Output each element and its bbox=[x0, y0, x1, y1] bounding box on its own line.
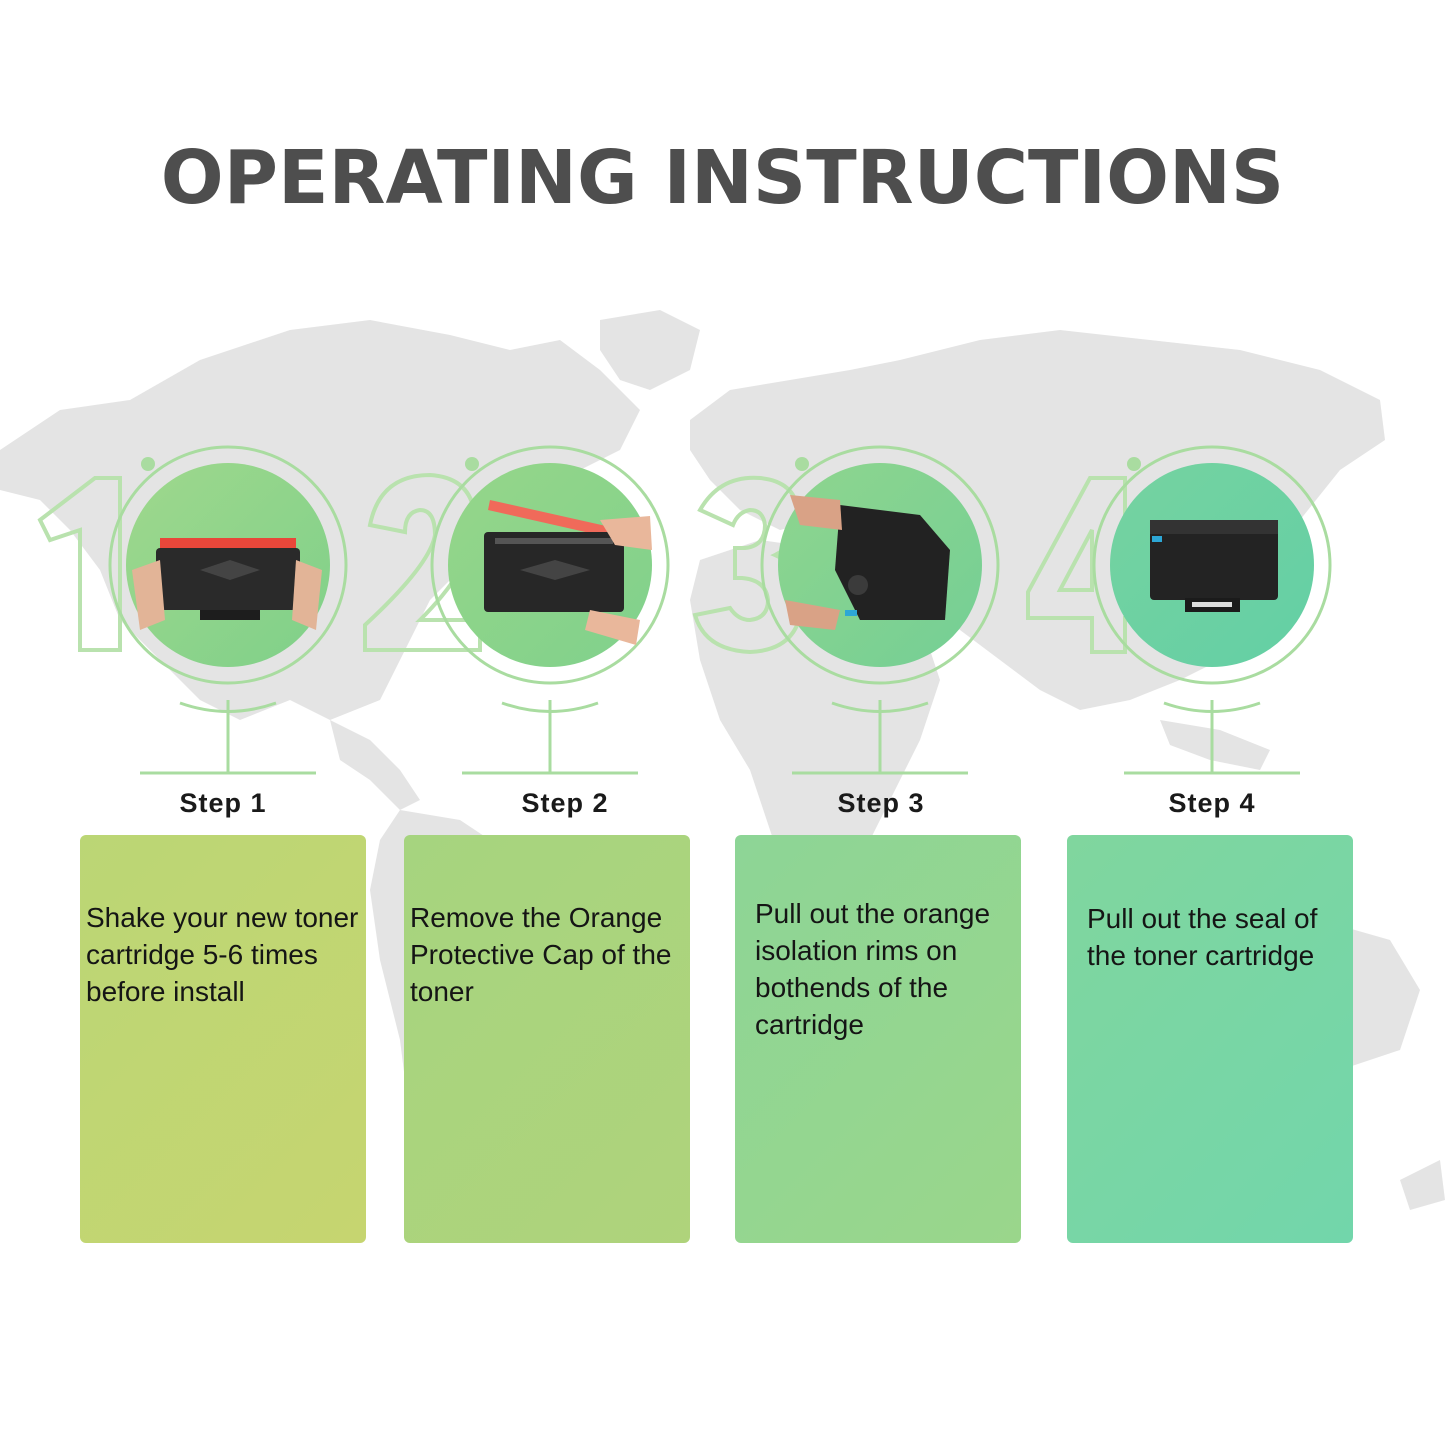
pull-seal-photo bbox=[1150, 520, 1278, 612]
step-2-graphic bbox=[363, 445, 670, 775]
step-1-graphic bbox=[37, 445, 348, 775]
toner-cartridge-shake-photo bbox=[132, 538, 322, 630]
page-title: OPERATING INSTRUCTIONS bbox=[160, 135, 1285, 221]
step-1-label: Step 1 bbox=[179, 788, 267, 818]
number-two-outline bbox=[363, 472, 482, 652]
step-3-graphic bbox=[692, 445, 1000, 775]
step-4-card: Pull out the seal of the toner cartridge bbox=[1067, 835, 1353, 1243]
step-4-ring bbox=[1092, 445, 1332, 685]
steps-graphics bbox=[37, 445, 1332, 775]
pull-rims-photo bbox=[785, 495, 950, 630]
step-4-graphic bbox=[1026, 445, 1332, 775]
step-3-card: Pull out the orange isolation rims on bo… bbox=[735, 835, 1021, 1243]
step-2-ring bbox=[430, 445, 670, 685]
step-4-description: Pull out the seal of the toner cartridge bbox=[1087, 903, 1318, 971]
step-1-card: Shake your new toner cartridge 5-6 times… bbox=[80, 835, 366, 1243]
step-1-description: Shake your new toner cartridge 5-6 times… bbox=[86, 902, 359, 1007]
step-2-description: Remove the Orange Protective Cap of the … bbox=[410, 902, 672, 1007]
step-3-label: Step 3 bbox=[837, 788, 925, 818]
step-4-label: Step 4 bbox=[1168, 788, 1256, 818]
step-3-description: Pull out the orange isolation rims on bo… bbox=[755, 898, 991, 1040]
step-1-ring bbox=[108, 445, 348, 685]
step-2-card: Remove the Orange Protective Cap of the … bbox=[404, 835, 690, 1243]
step-2-label: Step 2 bbox=[521, 788, 609, 818]
remove-cap-photo bbox=[484, 500, 652, 645]
step-3-ring bbox=[760, 445, 1000, 685]
number-one-outline bbox=[37, 476, 122, 652]
